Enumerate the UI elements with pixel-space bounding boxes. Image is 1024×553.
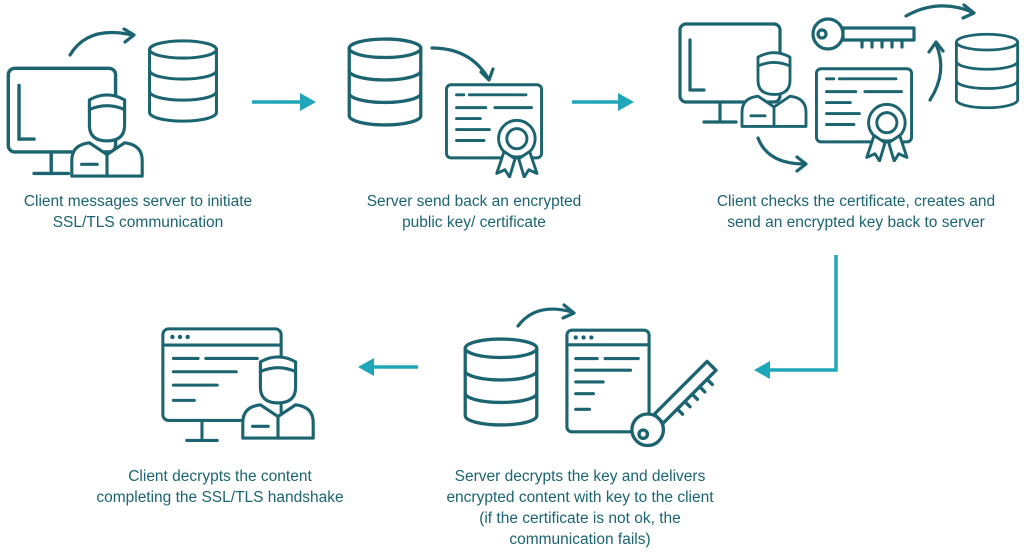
step-1-illustration xyxy=(6,27,219,178)
step-5-caption: Client decrypts the content completing t… xyxy=(60,466,380,508)
curved-arrow-icon xyxy=(928,42,943,102)
caption-line: Server send back an encrypted xyxy=(366,193,582,210)
flow-arrow-2 xyxy=(572,93,634,111)
step-4-caption: Server decrypts the key and delivers enc… xyxy=(410,466,750,550)
curved-arrow-head-icon xyxy=(561,303,576,320)
curved-arrow-head-icon xyxy=(961,3,976,20)
curved-arrow-icon xyxy=(516,307,574,328)
curved-arrow-head-icon xyxy=(122,27,136,44)
caption-line: Server decrypts the key and delivers xyxy=(454,468,706,485)
step-1-caption: Client messages server to initiate SSL/T… xyxy=(0,191,288,233)
curved-arrow-icon xyxy=(756,136,806,166)
person-icon xyxy=(70,93,144,178)
step-2-caption: Server send back an encrypted public key… xyxy=(324,191,624,233)
curved-arrow-icon xyxy=(904,4,974,18)
key-icon xyxy=(623,353,725,454)
curved-arrow-head-icon xyxy=(795,155,808,173)
caption-line: communication fails) xyxy=(509,531,651,548)
database-icon xyxy=(347,37,423,127)
certificate-icon xyxy=(814,67,914,162)
step-2-illustration xyxy=(347,37,544,178)
certificate-icon xyxy=(444,83,544,178)
database-icon xyxy=(954,32,1020,110)
curved-arrow-icon xyxy=(68,30,134,57)
curved-arrow-head-icon xyxy=(479,67,495,82)
step-3-illustration xyxy=(678,3,1020,173)
step-4-illustration xyxy=(463,303,725,454)
caption-line: send an encrypted key back to server xyxy=(727,214,985,231)
caption-line: completing the SSL/TLS handshake xyxy=(96,489,344,506)
person-icon xyxy=(241,355,315,440)
flow-arrow-4 xyxy=(358,358,418,376)
caption-line: encrypted content with key to the client xyxy=(446,489,714,506)
curved-arrow-head-icon xyxy=(927,40,945,54)
flow-arrow-1 xyxy=(252,93,316,111)
step-3-caption: Client checks the certificate, creates a… xyxy=(688,191,1024,233)
key-icon xyxy=(811,17,916,51)
flow-arrow-3 xyxy=(754,255,838,379)
person-icon xyxy=(740,51,808,128)
step-5-illustration xyxy=(161,327,315,442)
curved-arrow-icon xyxy=(430,46,490,80)
database-icon xyxy=(147,39,219,123)
caption-line: SSL/TLS communication xyxy=(52,214,224,231)
caption-line: (if the certificate is not ok, the xyxy=(479,510,681,527)
caption-line: Client checks the certificate, creates a… xyxy=(716,193,996,210)
caption-line: Client messages server to initiate xyxy=(23,193,253,210)
caption-line: public key/ certificate xyxy=(402,214,546,231)
caption-line: Client decrypts the content xyxy=(128,468,312,485)
database-icon xyxy=(463,337,539,427)
